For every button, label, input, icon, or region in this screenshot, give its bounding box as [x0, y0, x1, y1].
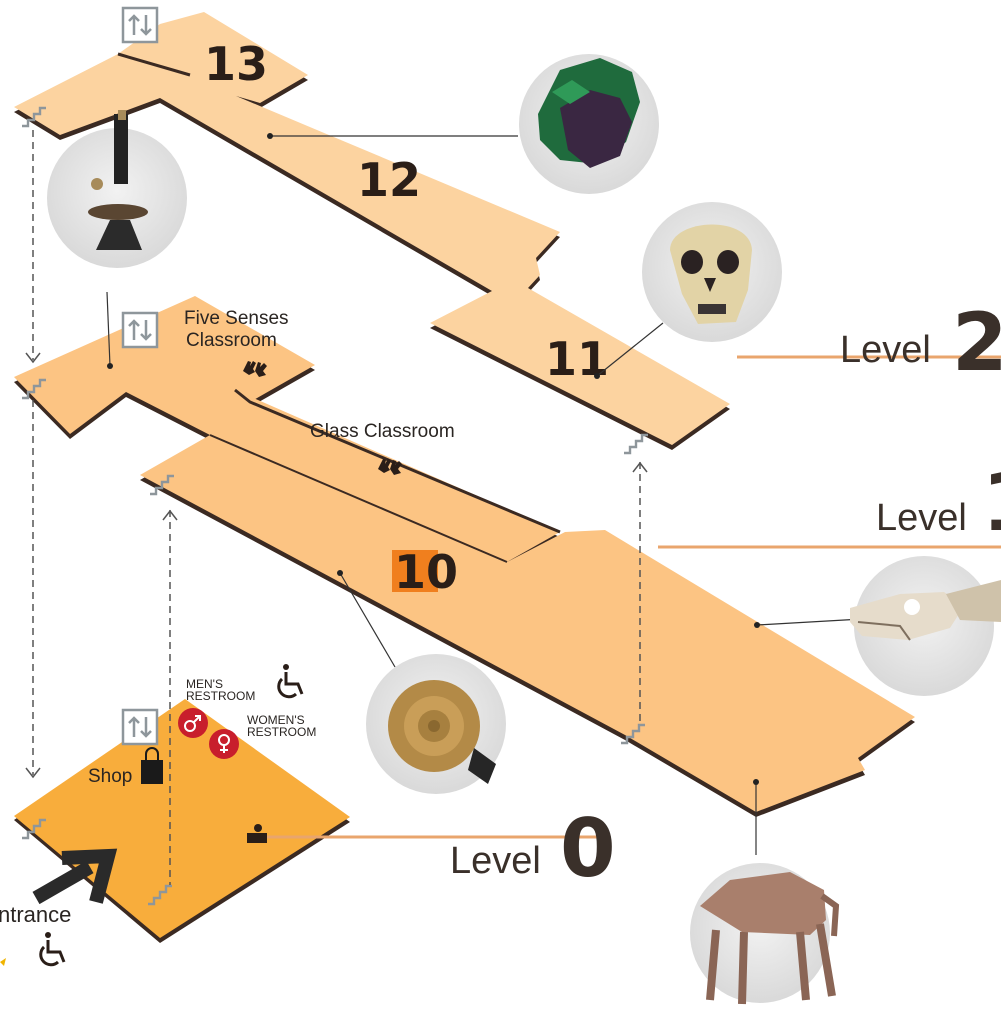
elevator-icon-level1[interactable] — [121, 311, 159, 349]
mineral-photo[interactable] — [519, 54, 659, 194]
room-13-label[interactable]: 13 — [204, 37, 268, 91]
room-11-label[interactable]: 11 — [545, 332, 609, 386]
female-icon[interactable] — [209, 729, 239, 759]
womens-restroom-label-2: RESTROOM — [247, 725, 316, 739]
glass-classroom-label: Glass Classroom — [310, 421, 455, 442]
stair-connectors — [32, 130, 641, 885]
skull-photo[interactable] — [642, 202, 782, 342]
entrance-wheelchair-icon — [39, 930, 66, 967]
male-icon[interactable] — [178, 708, 208, 738]
womens-restroom-label-1: WOMEN'S — [247, 713, 305, 727]
level1-number: 1 — [982, 456, 1001, 549]
spark-icon — [0, 958, 6, 966]
elevator-icon-level2[interactable] — [121, 6, 159, 44]
exhibit-dots — [107, 133, 760, 785]
level2-word: Level — [840, 329, 931, 371]
mens-restroom-label-1: MEN'S — [186, 677, 223, 691]
stair-arrowheads — [25, 352, 648, 779]
level1-floor[interactable] — [14, 296, 915, 817]
level0-number: 0 — [560, 802, 616, 895]
mens-restroom-label-2: RESTROOM — [186, 689, 255, 703]
mammoth-skeleton-photo[interactable] — [690, 863, 840, 1005]
five-senses-label-2: Classroom — [186, 330, 277, 351]
entrance-label[interactable]: ntrance — [0, 902, 71, 927]
ammonite-photo[interactable] — [366, 654, 506, 794]
five-senses-label-1: Five Senses — [184, 308, 289, 329]
info-desk-icon[interactable] — [247, 824, 267, 843]
dinosaur-skull-photo[interactable] — [850, 556, 1001, 696]
entrance-arrow-icon[interactable] — [32, 848, 118, 905]
microscope-photo[interactable] — [47, 110, 187, 268]
level2-floor[interactable] — [14, 12, 730, 450]
stairs-icon-l2-b[interactable] — [622, 433, 650, 455]
level2-number: 2 — [952, 296, 1001, 389]
level1-word: Level — [876, 497, 967, 539]
shopping-bag-icon[interactable] — [141, 747, 163, 784]
elevator-icon-level0[interactable] — [121, 708, 159, 746]
level0-word: Level — [450, 840, 541, 882]
restroom-wheelchair-icon — [277, 662, 304, 699]
room-12-label[interactable]: 12 — [357, 153, 421, 207]
room-10-label[interactable]: 10 — [394, 545, 458, 599]
shop-label[interactable]: Shop — [88, 766, 132, 787]
room-10-highlight — [392, 550, 438, 592]
exhibit-leader-lines — [106, 135, 863, 855]
